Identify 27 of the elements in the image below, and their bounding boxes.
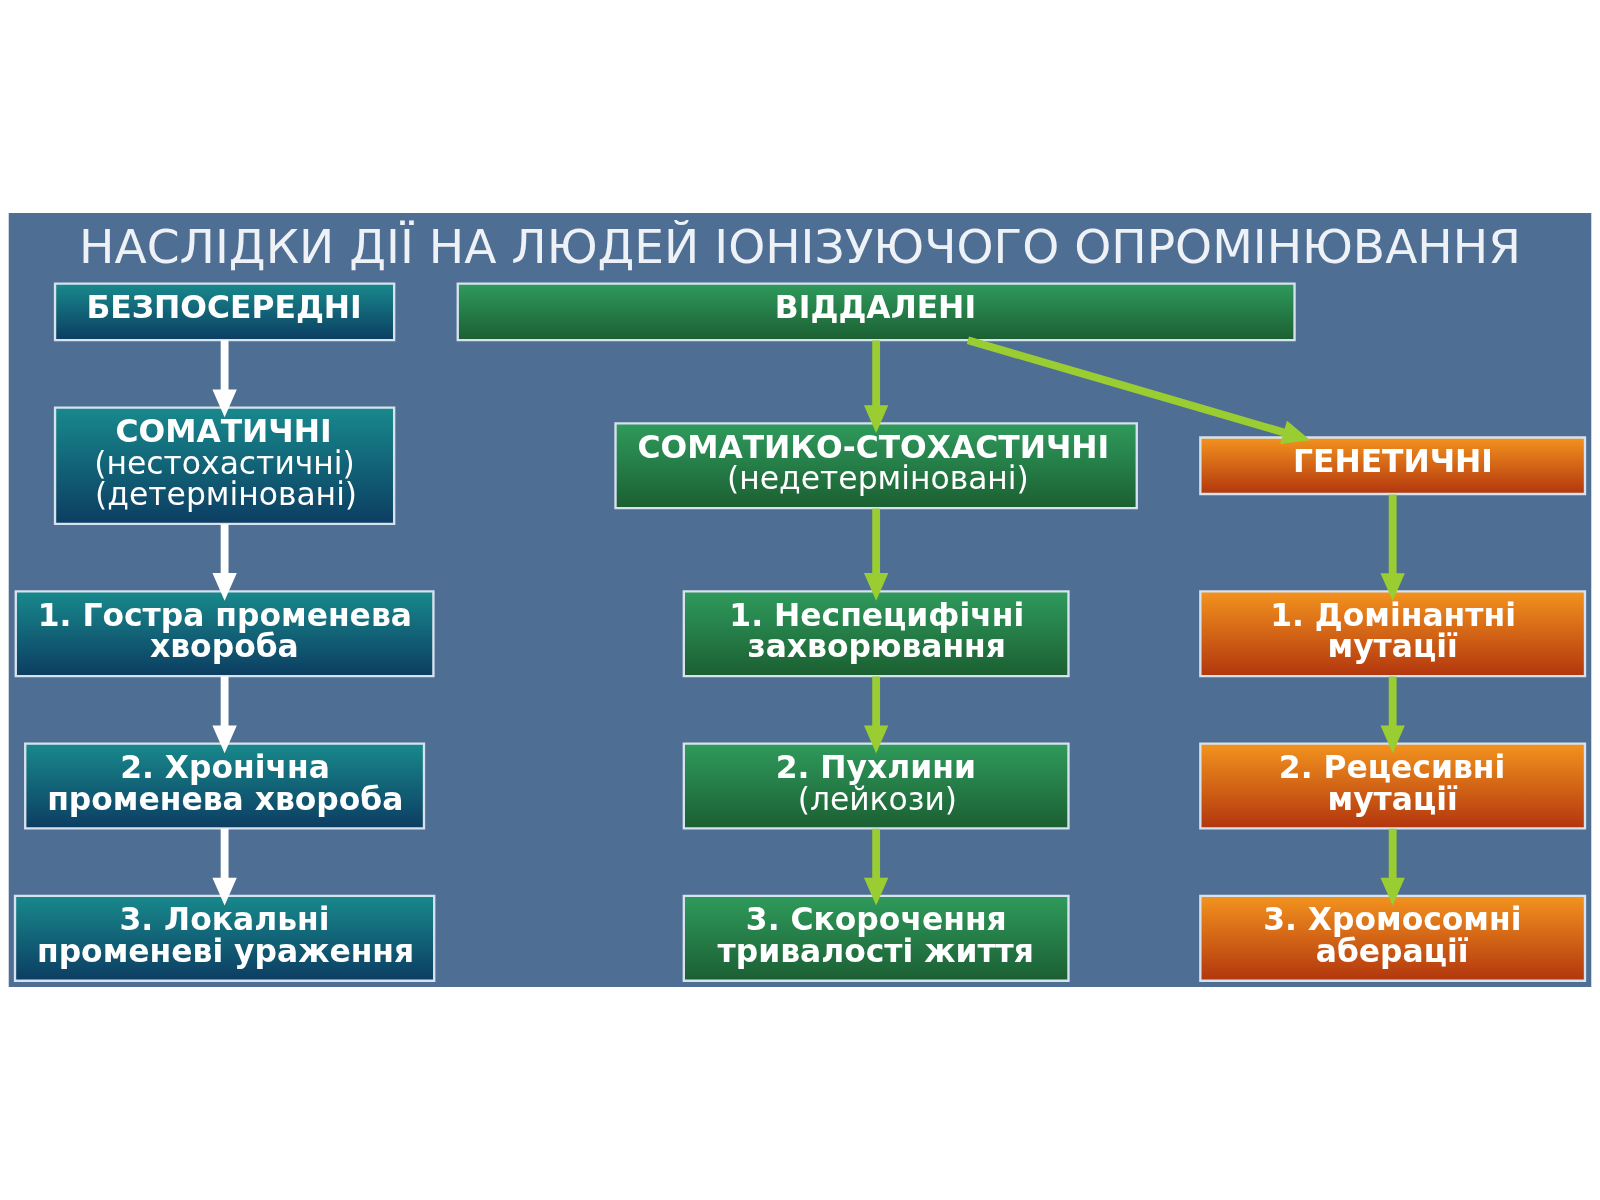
node-box: 2. Пухлини (лейкози) xyxy=(682,742,1070,830)
node-box: 3. Скорочення тривалості життя xyxy=(682,894,1070,982)
node-box: 3. Локальні променеві ураження xyxy=(13,894,436,982)
arrow xyxy=(863,828,889,906)
arrow xyxy=(1380,494,1405,602)
node-box: 2. Хронічна променева хвороба xyxy=(24,742,426,830)
node-box: 2. Рецесивні мутації xyxy=(1199,742,1587,830)
arrow xyxy=(966,336,1311,445)
node-box: 1. Неспецифічні захворювання xyxy=(682,590,1070,678)
arrow xyxy=(212,340,237,418)
node-box: 1. Домінантні мутації xyxy=(1199,590,1587,678)
node-box: СОМАТИЧНІ (нестохастичні) (детерміновані) xyxy=(53,406,396,526)
arrow xyxy=(863,508,889,601)
node-box: 1. Гостра променева хвороба xyxy=(14,590,435,678)
arrow xyxy=(212,524,237,601)
node-box: ВІДДАЛЕНІ xyxy=(456,282,1296,342)
node-box: БЕЗПОСЕРЕДНІ xyxy=(53,282,396,342)
arrow xyxy=(212,828,237,906)
node-box: 3. Хромосомні аберації xyxy=(1199,894,1587,982)
arrow xyxy=(1380,676,1405,754)
node-box: ГЕНЕТИЧНІ xyxy=(1199,436,1587,496)
node-box: СОМАТИКО-СТОХАСТИЧНІ (недетерміновані) xyxy=(614,422,1138,510)
arrow xyxy=(212,676,237,754)
diagram-title: НАСЛІДКИ ДІЇ НА ЛЮДЕЙ ІОНІЗУЮЧОГО ОПРОМІНЮВАННЯ xyxy=(79,219,1521,275)
arrow xyxy=(863,340,889,434)
arrow xyxy=(863,676,889,754)
arrow xyxy=(1380,828,1405,906)
